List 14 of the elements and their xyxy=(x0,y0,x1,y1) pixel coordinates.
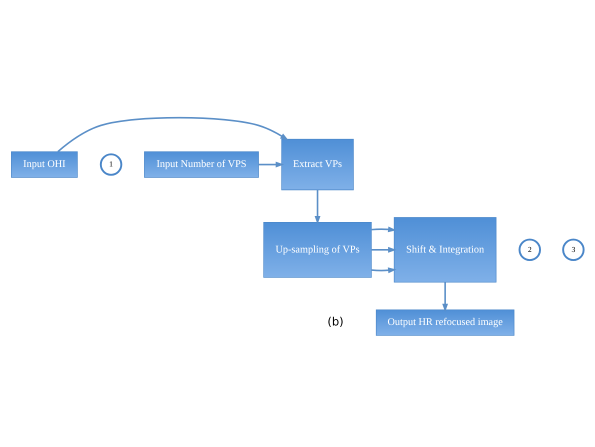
node-box: Output HR refocused image xyxy=(376,309,514,336)
node-box: Extract VPs xyxy=(281,138,354,190)
arrow xyxy=(442,282,448,312)
arrow xyxy=(314,190,320,224)
arrow xyxy=(372,226,396,232)
node-box: Shift & Integration xyxy=(394,217,496,283)
arrow xyxy=(372,246,396,253)
label: (b) xyxy=(327,314,344,328)
node-box: Input OHI xyxy=(11,151,78,178)
arrow xyxy=(258,162,284,168)
arrow xyxy=(57,116,289,152)
node-box: Up-sampling of VPs xyxy=(263,222,372,278)
node-box: Input Number of VPS xyxy=(144,151,259,178)
arrow xyxy=(372,267,396,274)
